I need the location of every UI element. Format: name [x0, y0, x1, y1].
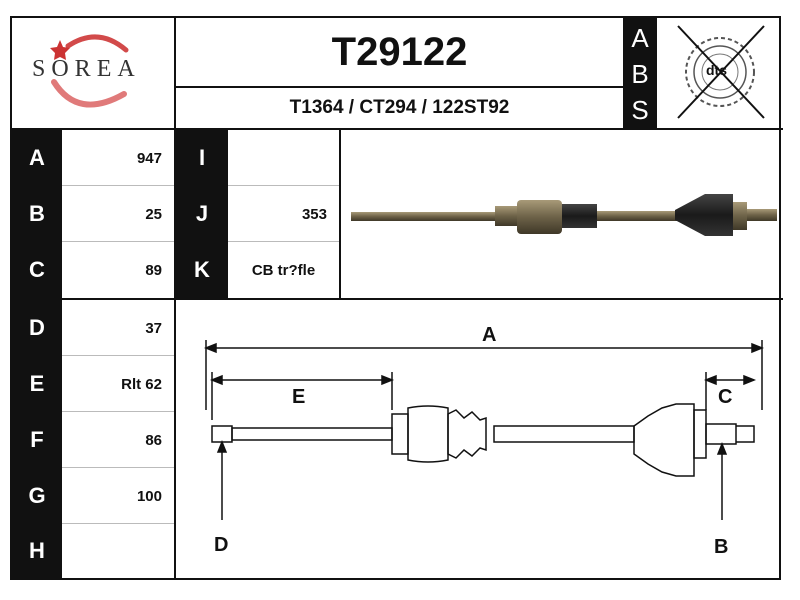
spec-label-d: D: [12, 300, 62, 356]
row-sep: [62, 355, 174, 356]
cross-references: T1364 / CT294 / 122ST92: [289, 97, 510, 118]
spec-value-g: 100: [136, 487, 162, 505]
dim-label-d: D: [214, 534, 229, 556]
spec-label-b: B: [12, 186, 62, 242]
spec-label-h: H: [12, 524, 62, 578]
logo-wordmark: SOREA: [32, 56, 141, 82]
spec-label-f: F: [12, 412, 62, 468]
spec-value-b: 25: [145, 205, 162, 223]
spec-label-c: C: [12, 242, 62, 298]
spec-label-a: A: [12, 130, 62, 186]
spec-label-i: I: [176, 130, 228, 186]
dim-label-a: A: [482, 324, 497, 346]
row-sep: [62, 241, 174, 242]
spec-value-j: 353: [301, 205, 327, 223]
part-number: T29122: [331, 29, 468, 74]
row-sep: [62, 467, 174, 468]
row-sep: [228, 241, 339, 242]
abs-letter-a: A: [631, 22, 649, 53]
spec-value-c: 89: [145, 261, 162, 279]
row-sep: [62, 185, 174, 186]
spec-label-k: K: [176, 242, 228, 298]
photo-bottom-divider: [174, 298, 783, 300]
header-divider: [10, 128, 783, 130]
dts-label: dts: [706, 62, 727, 78]
spec-group-divider: [10, 298, 176, 300]
dim-label-c: C: [718, 386, 733, 408]
spec-value-k: CB tr?fle: [251, 261, 316, 279]
spec-value-a: 947: [136, 149, 162, 167]
dim-label-b: B: [714, 536, 729, 558]
spec-label-e: E: [12, 356, 62, 412]
spec-value-f: 86: [145, 431, 162, 449]
title-divider: [176, 86, 625, 88]
title-right-divider: [623, 16, 625, 130]
row-sep: [228, 185, 339, 186]
abs-letter-s: S: [631, 94, 649, 125]
photo-left-divider: [339, 128, 341, 300]
dim-label-e: E: [292, 386, 306, 408]
abs-letter-b: B: [631, 58, 649, 89]
abs-badge: [625, 18, 655, 128]
abs-right-divider: [655, 16, 657, 130]
row-sep: [62, 411, 174, 412]
spec-value-h: [62, 524, 174, 578]
spec-value-d: 37: [145, 319, 162, 337]
spec-value-e: Rlt 62: [121, 375, 162, 393]
spec-value-i: [228, 130, 339, 186]
spec-label-g: G: [12, 468, 62, 524]
row-sep: [62, 523, 174, 524]
spec-label-j: J: [176, 186, 228, 242]
